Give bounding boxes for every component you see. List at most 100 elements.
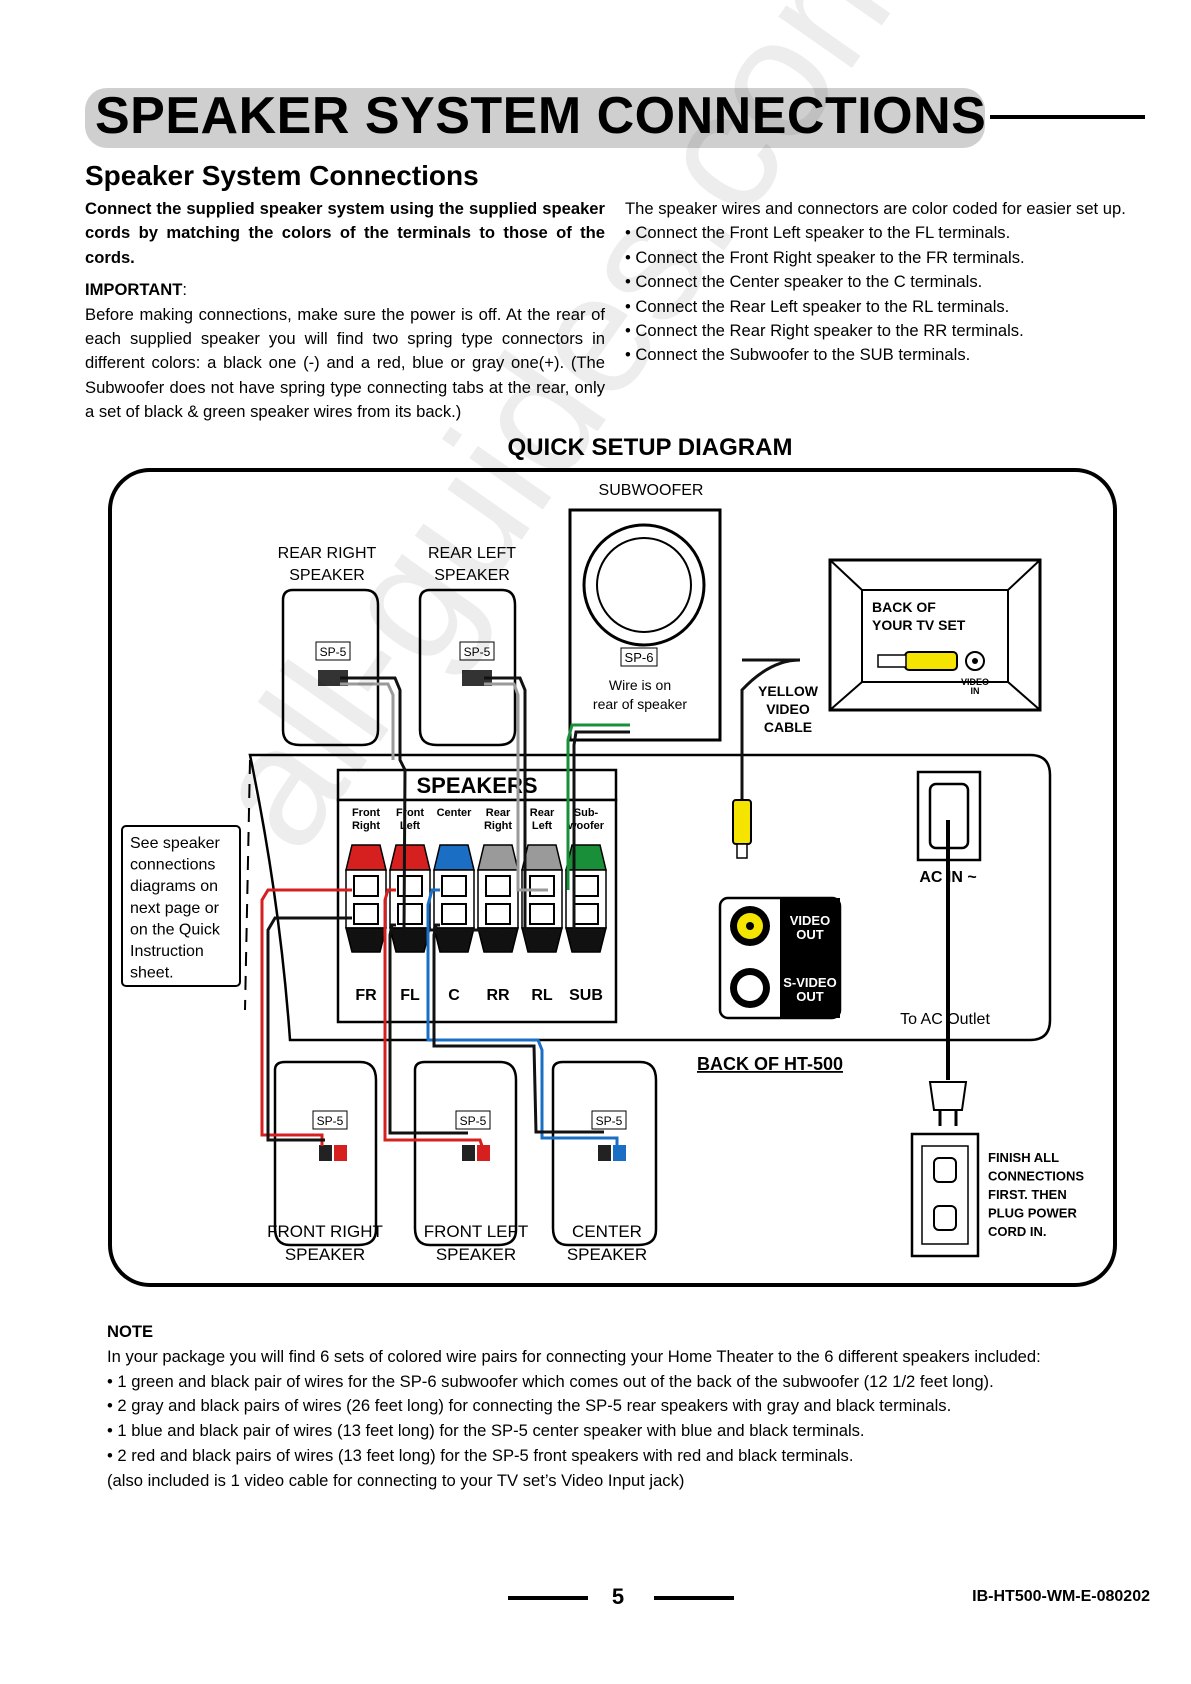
see-note-line: diagrams on	[130, 878, 218, 895]
see-note-line: sheet.	[130, 965, 174, 982]
terminal-minus-cap	[433, 927, 475, 953]
front-left-label: SPEAKER	[436, 1245, 516, 1264]
document-code: IB-HT500-WM-E-080202	[972, 1588, 1150, 1605]
subwoofer-note: Wire is on	[609, 677, 671, 693]
video-plug-tip	[736, 843, 748, 859]
title-banner	[85, 88, 985, 148]
terminal-plus-cap	[477, 844, 519, 871]
front-left-wire-red	[383, 888, 484, 1147]
subwoofer-wire-green	[566, 723, 630, 890]
terminal-plus-cap	[565, 844, 607, 871]
terminal-clip-plus	[485, 875, 511, 897]
center-label: CENTER	[572, 1222, 642, 1241]
rear-left-terminal	[462, 670, 492, 686]
terminal-code: RR	[486, 987, 510, 1004]
front-right-label: FRONT RIGHT	[267, 1222, 383, 1241]
front-left-model: SP-5	[460, 1114, 487, 1128]
see-note-line: Instruction	[130, 943, 204, 960]
terminal-plus-cap	[433, 844, 475, 871]
rear-right-model-box	[315, 641, 351, 661]
rear-right-speaker	[281, 588, 380, 747]
terminal-clip-plus	[573, 875, 599, 897]
terminal-header: Front	[396, 807, 424, 819]
terminal-plus-cap	[521, 844, 563, 871]
subwoofer-model: SP-6	[625, 650, 654, 665]
front-right-neg-terminal	[319, 1145, 332, 1161]
rear-left-wire-black	[484, 676, 548, 932]
center-wire-blue	[426, 888, 619, 1146]
front-right-wire-red	[260, 888, 352, 1146]
bullet-item: Connect the Front Left speaker to the FL…	[625, 221, 1147, 245]
rear-right-label: REAR RIGHT	[278, 545, 377, 562]
terminal-code: FR	[355, 987, 377, 1004]
tv-video-in-label: VIDEO	[961, 677, 989, 687]
center-pos-terminal	[613, 1145, 626, 1161]
note-section: NOTE In your package you will find 6 set…	[107, 1320, 1157, 1494]
front-left-neg-terminal	[462, 1145, 475, 1161]
terminal-header: Sub-	[574, 807, 599, 819]
tv-edge	[829, 559, 863, 591]
footer-rule-right	[654, 1596, 734, 1600]
rear-right-wire-gray	[340, 682, 395, 760]
yellow-cable-label: YELLOW	[758, 683, 819, 699]
tv-edge	[1007, 559, 1041, 591]
video-cable	[740, 658, 801, 800]
center-label: SPEAKER	[567, 1245, 647, 1264]
terminal-minus-cap	[521, 927, 563, 953]
tv-edge	[829, 681, 863, 711]
diagram-frame	[108, 468, 1117, 1287]
note-heading: NOTE	[107, 1322, 154, 1341]
important-label: IMPORTANT	[85, 280, 183, 300]
terminal-clip-minus	[441, 903, 467, 925]
rear-left-model-box	[459, 641, 495, 661]
video-out-label: VIDEO	[790, 913, 830, 928]
page-title: SPEAKER SYSTEM CONNECTIONS	[95, 87, 987, 145]
rear-left-label: REAR LEFT	[428, 545, 516, 562]
center-neg-terminal	[598, 1145, 611, 1161]
terminal-clip-minus	[397, 903, 423, 925]
tv-video-in-label: IN	[971, 686, 980, 696]
left-column: Connect the supplied speaker system usin…	[85, 197, 605, 425]
terminal-clip-minus	[353, 903, 379, 925]
power-plug	[928, 1081, 968, 1111]
terminal-header: Left	[400, 820, 421, 832]
color-code-intro: The speaker wires and connectors are col…	[625, 199, 1126, 218]
video-plug-tv	[904, 651, 958, 671]
video-out-label: OUT	[796, 927, 824, 942]
front-left-wire-black	[388, 923, 468, 1135]
subwoofer-note: rear of speaker	[593, 696, 687, 712]
outlet-receptacle	[933, 1205, 957, 1231]
terminal-code: SUB	[569, 987, 603, 1004]
rear-left-label: SPEAKER	[434, 567, 510, 584]
tv-video-in-pin	[972, 658, 978, 664]
yellow-cable-label: VIDEO	[766, 701, 810, 717]
subwoofer-label: SUBWOOFER	[599, 482, 704, 499]
front-right-wire-black	[266, 916, 352, 1142]
rear-right-label: SPEAKER	[289, 567, 365, 584]
terminal-code: C	[448, 987, 460, 1004]
terminal-header: Rear	[530, 807, 555, 819]
terminal-header: Right	[352, 820, 380, 832]
front-right-pos-terminal	[334, 1145, 347, 1161]
video-out-pin	[746, 922, 754, 930]
finish-note-line: PLUG POWER	[988, 1206, 1077, 1221]
subwoofer-model-box	[620, 647, 658, 667]
front-right-label: SPEAKER	[285, 1245, 365, 1264]
svideo-out-jack	[737, 975, 763, 1001]
subwoofer-cone	[582, 523, 706, 647]
see-note-line: next page or	[130, 900, 220, 917]
rear-right-terminal	[318, 670, 348, 686]
svideo-out-label: OUT	[796, 989, 824, 1004]
terminal-code: FL	[400, 987, 420, 1004]
svideo-out-label: S-VIDEO	[783, 975, 836, 990]
important-text: Before making connections, make sure the…	[85, 304, 605, 422]
back-of-unit-label: BACK OF HT-500	[697, 1054, 843, 1074]
finish-note-line: FIRST. THEN	[988, 1187, 1067, 1202]
center-model-box	[591, 1110, 627, 1130]
terminal-clip-plus	[353, 875, 379, 897]
finish-note-line: CORD IN.	[988, 1224, 1047, 1239]
right-column: The speaker wires and connectors are col…	[625, 197, 1147, 368]
tv-label: BACK OF	[872, 599, 936, 615]
terminal-clip-plus	[397, 875, 423, 897]
